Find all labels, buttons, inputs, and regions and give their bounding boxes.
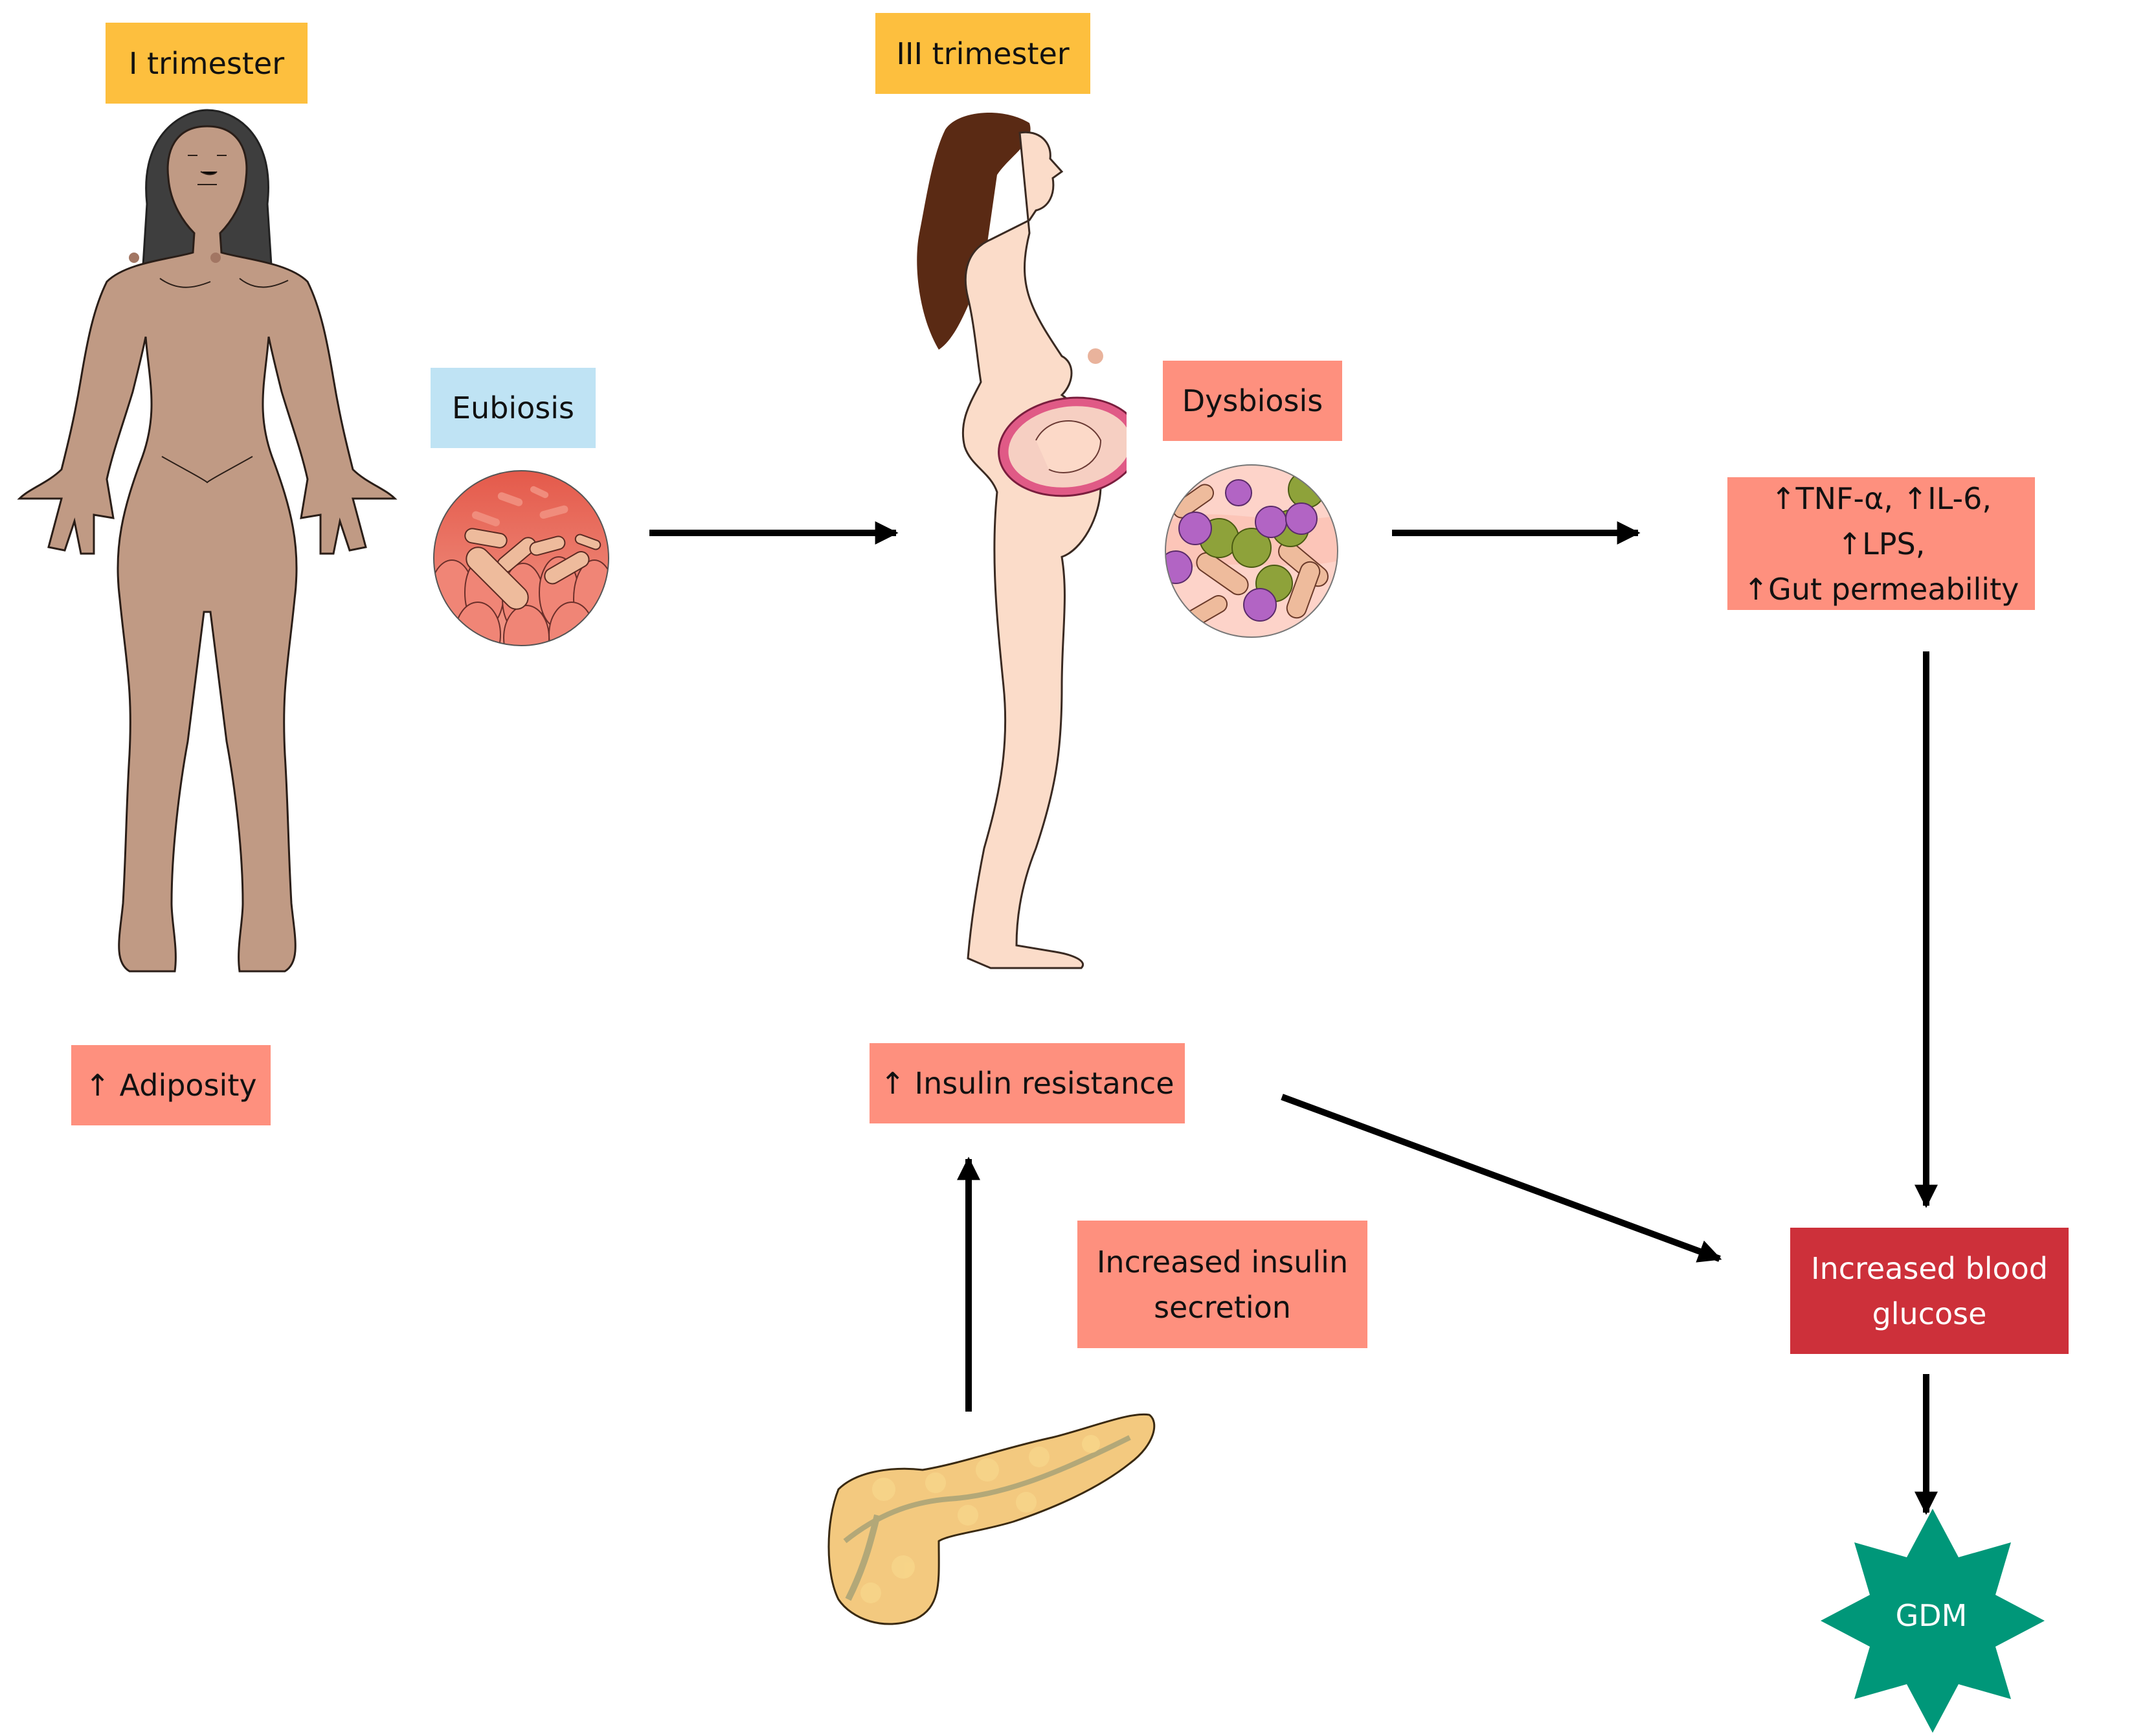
eubiosis-text: Eubiosis [451, 390, 575, 425]
inflammation-line-2: ↑Gut permeability [1743, 571, 2019, 607]
first-trimester-label: I trimester [106, 23, 308, 104]
eubiosis-label: Eubiosis [431, 368, 596, 448]
blood-glucose-box: Increased blood glucose [1790, 1228, 2069, 1354]
adiposity-text: ↑ Adiposity [85, 1068, 257, 1103]
dysbiotic-gut-microbiota-icon [1164, 464, 1339, 638]
first-trimester-text: I trimester [128, 45, 285, 81]
adiposity-box: ↑ Adiposity [71, 1045, 271, 1125]
non-pregnant-woman-figure [10, 107, 405, 1007]
insulin-secretion-box: Increased insulin secretion [1077, 1221, 1367, 1348]
gdm-label: GDM [1895, 1598, 1968, 1633]
gdm-star-shape [1821, 1509, 2045, 1733]
dysbiosis-text: Dysbiosis [1182, 383, 1323, 418]
star-burst-icon [1819, 1507, 2046, 1734]
insulin-resistance-box: ↑ Insulin resistance [870, 1043, 1185, 1123]
insulin-secretion-line-1: Increased insulin [1096, 1244, 1349, 1279]
arrow-insulin-resistance-to-blood-glucose [1281, 1094, 1722, 1263]
healthy-gut-microbiota-icon [432, 469, 611, 648]
pancreas-icon [819, 1412, 1169, 1651]
inflammation-line-1: ↑TNF-α, ↑IL-6, ↑LPS, [1770, 480, 1992, 561]
blood-glucose-line-1: Increased blood [1811, 1250, 2048, 1286]
third-trimester-label: III trimester [875, 13, 1090, 94]
pregnant-woman-figure [906, 104, 1127, 1010]
inflammation-markers-box: ↑TNF-α, ↑IL-6, ↑LPS, ↑Gut permeability [1727, 477, 2035, 610]
blood-glucose-line-2: glucose [1872, 1296, 1987, 1331]
insulin-secretion-line-2: secretion [1154, 1289, 1291, 1325]
dysbiosis-label: Dysbiosis [1163, 361, 1342, 441]
insulin-resistance-text: ↑ Insulin resistance [880, 1066, 1174, 1101]
third-trimester-text: III trimester [896, 36, 1070, 71]
